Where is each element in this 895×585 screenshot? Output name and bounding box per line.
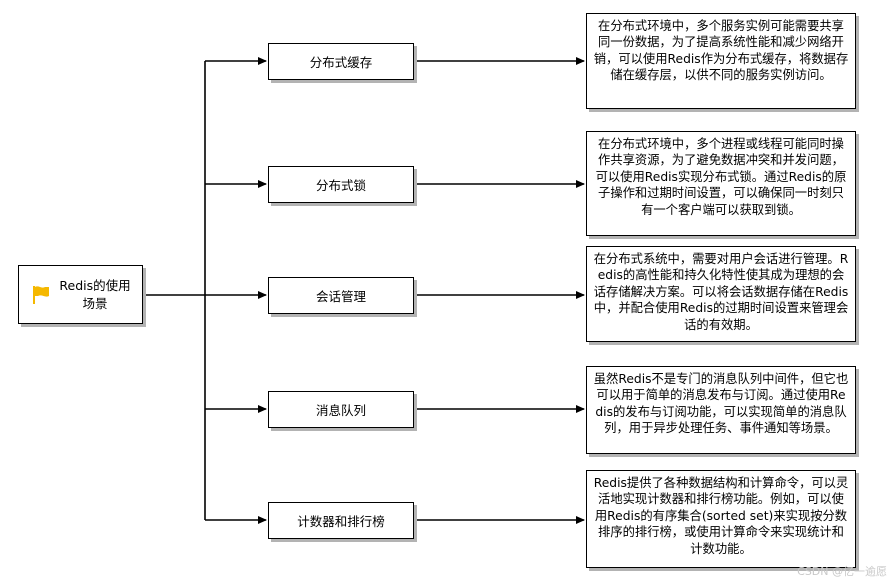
description-distributed-cache: 在分布式环境中，多个服务实例可能需要共享同一份数据，为了提高系统性能和减少网络开… <box>586 13 856 109</box>
category-node-distributed-lock[interactable]: 分布式锁 <box>268 166 414 203</box>
root-node[interactable]: Redis的使用场景 <box>18 265 143 324</box>
flag-icon-cloth <box>35 285 49 297</box>
category-node-message-queue[interactable]: 消息队列 <box>268 391 414 428</box>
description-distributed-lock: 在分布式环境中，多个进程或线程可能同时操作共享资源，为了避免数据冲突和并发问题，… <box>586 131 856 236</box>
category-node-session-management[interactable]: 会话管理 <box>268 277 414 314</box>
description-counter-leaderboard: Redis提供了各种数据结构和计算命令，可以灵活地实现计数器和排行榜功能。例如，… <box>586 470 856 568</box>
description-message-queue: 虽然Redis不是专门的消息队列中间件，但它也可以用于简单的消息发布与订阅。通过… <box>586 366 856 454</box>
watermark: CSDN @亿一逾愿 <box>797 565 887 578</box>
category-node-distributed-cache[interactable]: 分布式缓存 <box>268 43 414 80</box>
root-label: Redis的使用场景 <box>59 277 131 311</box>
flag-icon <box>33 285 49 304</box>
description-session-management: 在分布式系统中，需要对用户会话进行管理。Redis的高性能和持久化特性使其成为理… <box>586 246 856 342</box>
category-node-counter-leaderboard[interactable]: 计数器和排行榜 <box>268 502 414 539</box>
